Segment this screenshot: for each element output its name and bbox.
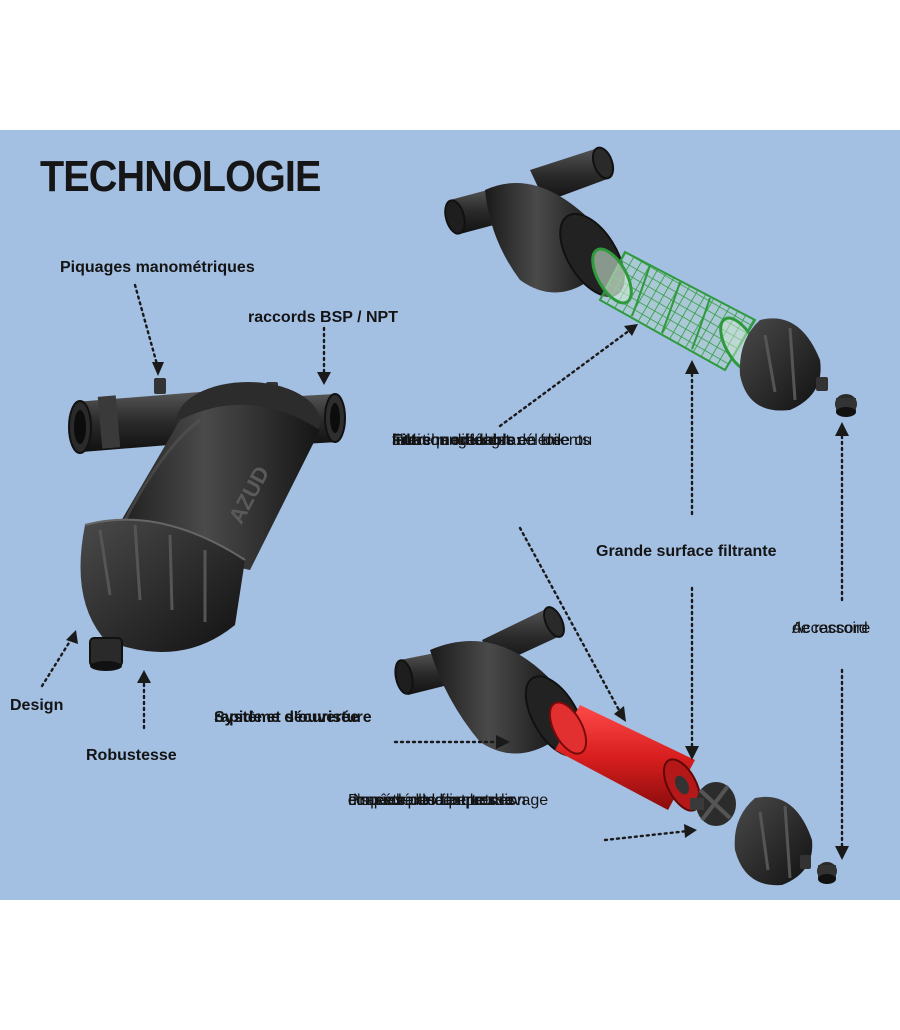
label-modular-filter-line3: à disque de grade de (392, 432, 563, 449)
label-filtering-surface: Grande surface filtrante (596, 543, 777, 560)
label-accessory-line1: Accessoire (792, 620, 871, 637)
connector-accessory-top (835, 394, 857, 417)
label-closing-line1: Procédé de fermeture (348, 792, 515, 809)
label-design: Design (10, 697, 64, 714)
connector-accessory-bottom (817, 862, 837, 884)
label-opening-line1: Système d'ouverture (214, 709, 372, 726)
label-connections: raccords BSP / NPT (248, 309, 398, 326)
disc-cap (734, 796, 813, 886)
label-modular-filter-line4: filtration différent. (392, 432, 515, 449)
disc-filter-assembly (394, 606, 837, 886)
label-modular-filter-bold: Filtre modulable: (392, 432, 521, 449)
page-title: TECHNOLOGIE (40, 152, 321, 201)
locking-knob (690, 782, 736, 826)
filter-illustration: AZUD (40, 146, 857, 886)
label-robustness: Robustesse (86, 747, 177, 764)
main-filter: AZUD (68, 378, 346, 671)
label-pressure-taps: Piquages manométriques (60, 259, 255, 276)
label-closing-line5: correcte des disques. (348, 792, 501, 809)
label-closing-line4: et assure la compression (348, 792, 526, 809)
label-modular-filter-rest: éléments (520, 432, 591, 449)
label-closing-line2: empêchant la perte des (348, 792, 516, 809)
label-closing-line3: disques pendant leur lavage (348, 792, 549, 809)
technology-panel: AZUD (0, 130, 900, 900)
label-modular-filter-line2: interchangeables en toile ou (392, 432, 593, 449)
screen-element (591, 247, 761, 374)
screen-cap (739, 318, 828, 411)
disc-element (548, 701, 702, 812)
screen-filter-assembly (444, 146, 857, 417)
leader-arrowheads (66, 324, 849, 860)
label-opening-line2: rapide et sécurisée (214, 709, 359, 726)
leader-lines (40, 283, 844, 854)
label-accessory-line2: de raccord (792, 620, 868, 637)
pressure-tap-left (154, 378, 166, 394)
